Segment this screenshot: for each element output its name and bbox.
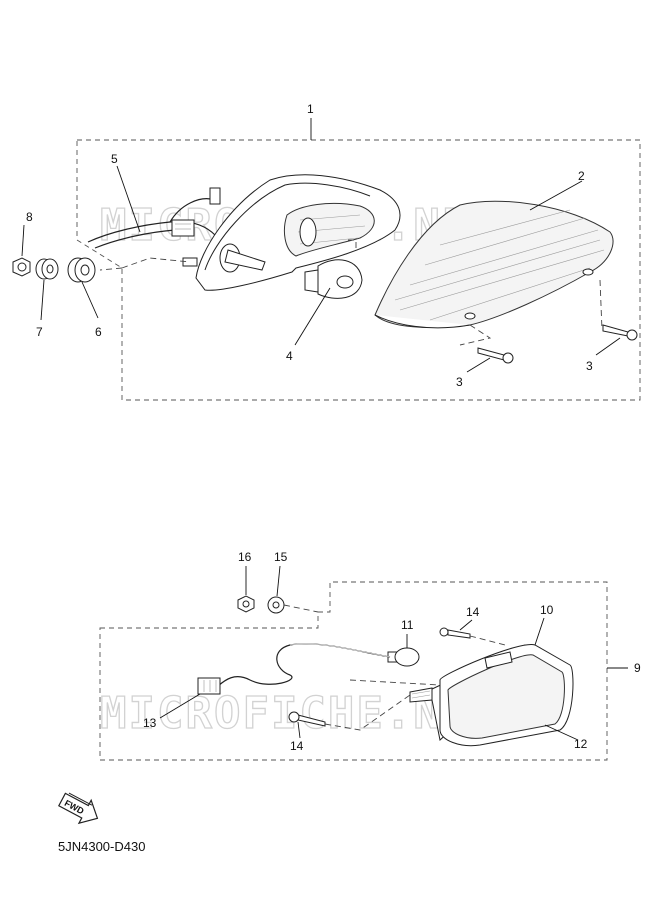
- bulb-4: [304, 259, 363, 299]
- leader-6: [81, 281, 99, 319]
- screw-14-top: [439, 627, 471, 639]
- leader-13: [159, 693, 201, 719]
- guide-line-f: [283, 604, 319, 613]
- screw-3-left: [477, 347, 514, 364]
- callout-14-top: 14: [466, 605, 480, 619]
- nut-8: [12, 257, 31, 277]
- callout-11: 11: [401, 618, 414, 632]
- washer-15: [267, 596, 285, 614]
- leader-5: [116, 165, 141, 233]
- leader-2: [529, 180, 583, 211]
- fwd-arrow-icon: FWD: [58, 792, 99, 825]
- wire-harness-5: [87, 187, 221, 249]
- guide-line-c: [599, 279, 603, 331]
- callout-16: 16: [238, 550, 252, 564]
- callout-2: 2: [578, 169, 585, 183]
- leader-7: [40, 279, 45, 321]
- guide-line-h: [324, 694, 411, 731]
- leader-8: [21, 224, 25, 257]
- collar-7: [35, 258, 59, 280]
- callout-8: 8: [26, 210, 33, 224]
- callout-14-bottom: 14: [290, 739, 304, 753]
- callout-6: 6: [95, 325, 102, 339]
- leader-3-right: [595, 337, 621, 356]
- callout-3-right: 3: [586, 359, 593, 373]
- callout-9: 9: [634, 661, 641, 675]
- leader-3-left: [466, 357, 491, 373]
- callout-12: 12: [574, 737, 588, 751]
- tail-light-assembly: 1: [12, 102, 641, 401]
- leader-10: [534, 617, 545, 646]
- bulb-11: [387, 647, 420, 667]
- guide-line-b: [99, 267, 123, 271]
- assembly-boundary-1: [76, 139, 641, 401]
- nut-16: [237, 595, 255, 613]
- leader-4: [294, 287, 331, 346]
- guide-line-i: [349, 679, 441, 686]
- leader-15: [276, 565, 281, 597]
- leader-14-bottom: [297, 721, 301, 739]
- license-lamp-housing: [409, 644, 574, 747]
- grommet-6: [67, 257, 96, 283]
- leader-12: [544, 724, 579, 741]
- callout-7: 7: [36, 325, 43, 339]
- guide-line-a: [121, 257, 191, 269]
- leader-14-top: [459, 619, 473, 631]
- lens-2: [374, 200, 614, 329]
- callout-4: 4: [286, 349, 293, 363]
- callout-5: 5: [111, 152, 118, 166]
- callout-10: 10: [540, 603, 554, 617]
- callout-1: 1: [307, 102, 314, 116]
- harness-13: [197, 643, 391, 695]
- screw-3-right: [602, 324, 638, 341]
- screw-14-bottom: [288, 711, 326, 727]
- callout-15: 15: [274, 550, 288, 564]
- guide-line-d: [459, 324, 492, 346]
- guide-line-e: [348, 239, 357, 248]
- diagram-code: 5JN4300-D430: [58, 839, 145, 854]
- guide-line-g: [469, 635, 506, 646]
- tail-light-housing: [182, 174, 401, 291]
- license-light-assembly: 9: [99, 550, 641, 761]
- callout-3-left: 3: [456, 375, 463, 389]
- callout-13: 13: [143, 716, 157, 730]
